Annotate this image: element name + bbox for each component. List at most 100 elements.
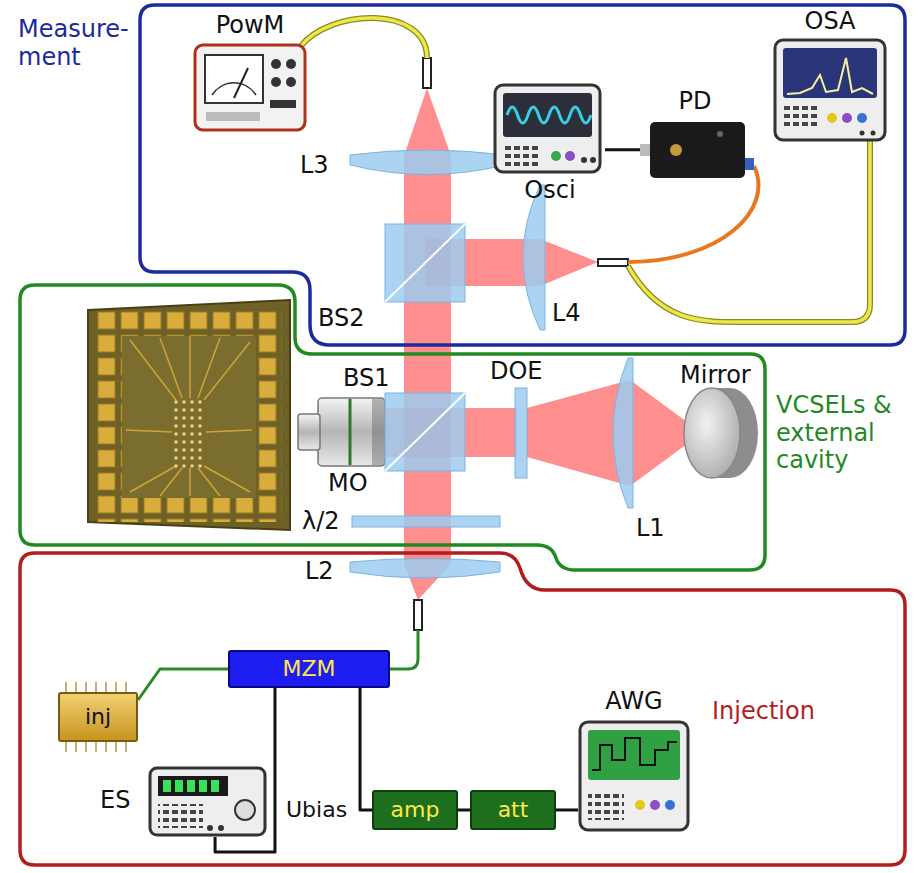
instrument-housing <box>580 722 688 830</box>
region-heading: Injection <box>712 698 815 726</box>
pin <box>105 682 107 692</box>
region-heading: VCSELs & external cavity <box>776 392 908 475</box>
button <box>665 800 675 810</box>
spectrum-analyzer: OSA <box>772 8 888 142</box>
chip-traces <box>126 336 252 496</box>
button <box>551 151 561 161</box>
box-label: att <box>498 797 529 822</box>
voltage-source: ES <box>100 765 268 837</box>
part-label: DOE <box>490 358 543 386</box>
gauge-needle <box>234 68 248 98</box>
part-label: L3 <box>300 152 329 180</box>
beam <box>404 88 451 156</box>
jack <box>860 131 865 136</box>
pin <box>65 742 67 752</box>
microscope-objective <box>298 398 385 466</box>
display-digit <box>187 780 195 792</box>
pin <box>75 682 77 692</box>
knob <box>271 59 281 69</box>
fiber-tip <box>414 600 422 630</box>
gauge-scale <box>212 83 256 95</box>
button-grid <box>783 106 819 130</box>
part-label: MO <box>328 470 368 498</box>
button <box>635 800 645 810</box>
beam <box>404 156 451 564</box>
vcsel-chip <box>88 300 290 530</box>
part-label: L4 <box>552 300 581 328</box>
part-label: BS1 <box>343 365 390 393</box>
button <box>857 113 867 123</box>
fiber-green <box>390 630 418 669</box>
gauge-face <box>205 55 263 103</box>
fiber-connector <box>745 158 754 170</box>
region-border <box>20 553 905 865</box>
pin <box>65 682 67 692</box>
beam <box>540 239 598 286</box>
box-label: MZM <box>282 656 335 681</box>
splitter-surface <box>385 224 465 302</box>
cable-connector <box>556 808 578 811</box>
photodiode-icon <box>640 122 754 178</box>
button-grid <box>505 145 541 167</box>
chip-pads <box>96 310 282 522</box>
splitter-surface <box>385 393 465 471</box>
part-label: Mirror <box>680 362 751 390</box>
objective-thread <box>372 399 384 465</box>
fiber-tip <box>423 58 431 88</box>
trace <box>204 342 250 400</box>
sine-trace <box>507 107 591 123</box>
objective-tip <box>298 414 320 450</box>
instrument-label: PowM <box>216 12 285 40</box>
trace <box>189 336 191 398</box>
power-meter: PowM <box>190 12 310 132</box>
instrument-housing <box>150 768 265 835</box>
measurement-region: PowMOsciPDOSAMeasure- ment <box>10 5 908 350</box>
instrument-housing <box>775 40 885 140</box>
waveform-generator: AWG <box>578 688 690 832</box>
display <box>158 776 228 796</box>
pin <box>95 682 97 692</box>
mirror-face <box>684 388 740 478</box>
display-bar <box>270 100 296 108</box>
injection-region: inj MZM AWG ES amp att Injection <box>8 550 908 868</box>
pin <box>115 682 117 692</box>
trace <box>126 430 172 432</box>
pin <box>85 742 87 752</box>
button <box>842 113 852 123</box>
fiber-tip <box>598 259 628 266</box>
oscilloscope-icon <box>495 85 600 172</box>
lens-l4 <box>523 185 545 330</box>
lens-l1 <box>613 358 633 508</box>
pin <box>125 742 127 752</box>
trace <box>204 466 250 492</box>
trace <box>130 466 176 492</box>
mach-zehnder-modulator: MZM <box>228 650 390 688</box>
jack <box>218 825 224 831</box>
cable-connector <box>458 809 470 812</box>
display-digit <box>163 780 171 792</box>
jack <box>590 157 596 163</box>
spectrum-trace <box>787 58 873 94</box>
cable-connector <box>215 688 275 852</box>
pin <box>115 742 117 752</box>
beam-splitter-bs2 <box>385 224 465 302</box>
jack <box>207 825 213 831</box>
vcsel-array <box>172 398 206 468</box>
injection-laser: inj <box>58 692 138 742</box>
region-border <box>20 285 765 570</box>
pin <box>85 682 87 692</box>
photodiode-body <box>650 122 745 178</box>
brass-connector <box>670 144 682 156</box>
amplifier: amp <box>372 790 458 830</box>
part-label: L2 <box>305 558 334 586</box>
chip-body <box>88 300 290 530</box>
screen <box>783 48 877 98</box>
cable-connector <box>605 148 640 151</box>
screw <box>717 131 723 137</box>
instrument-housing <box>195 45 305 130</box>
knob <box>235 800 255 820</box>
region-outline <box>10 5 908 350</box>
vcsel-cavity-region: VCSELs & external cavity <box>18 283 910 575</box>
instrument-label: ES <box>100 787 130 815</box>
